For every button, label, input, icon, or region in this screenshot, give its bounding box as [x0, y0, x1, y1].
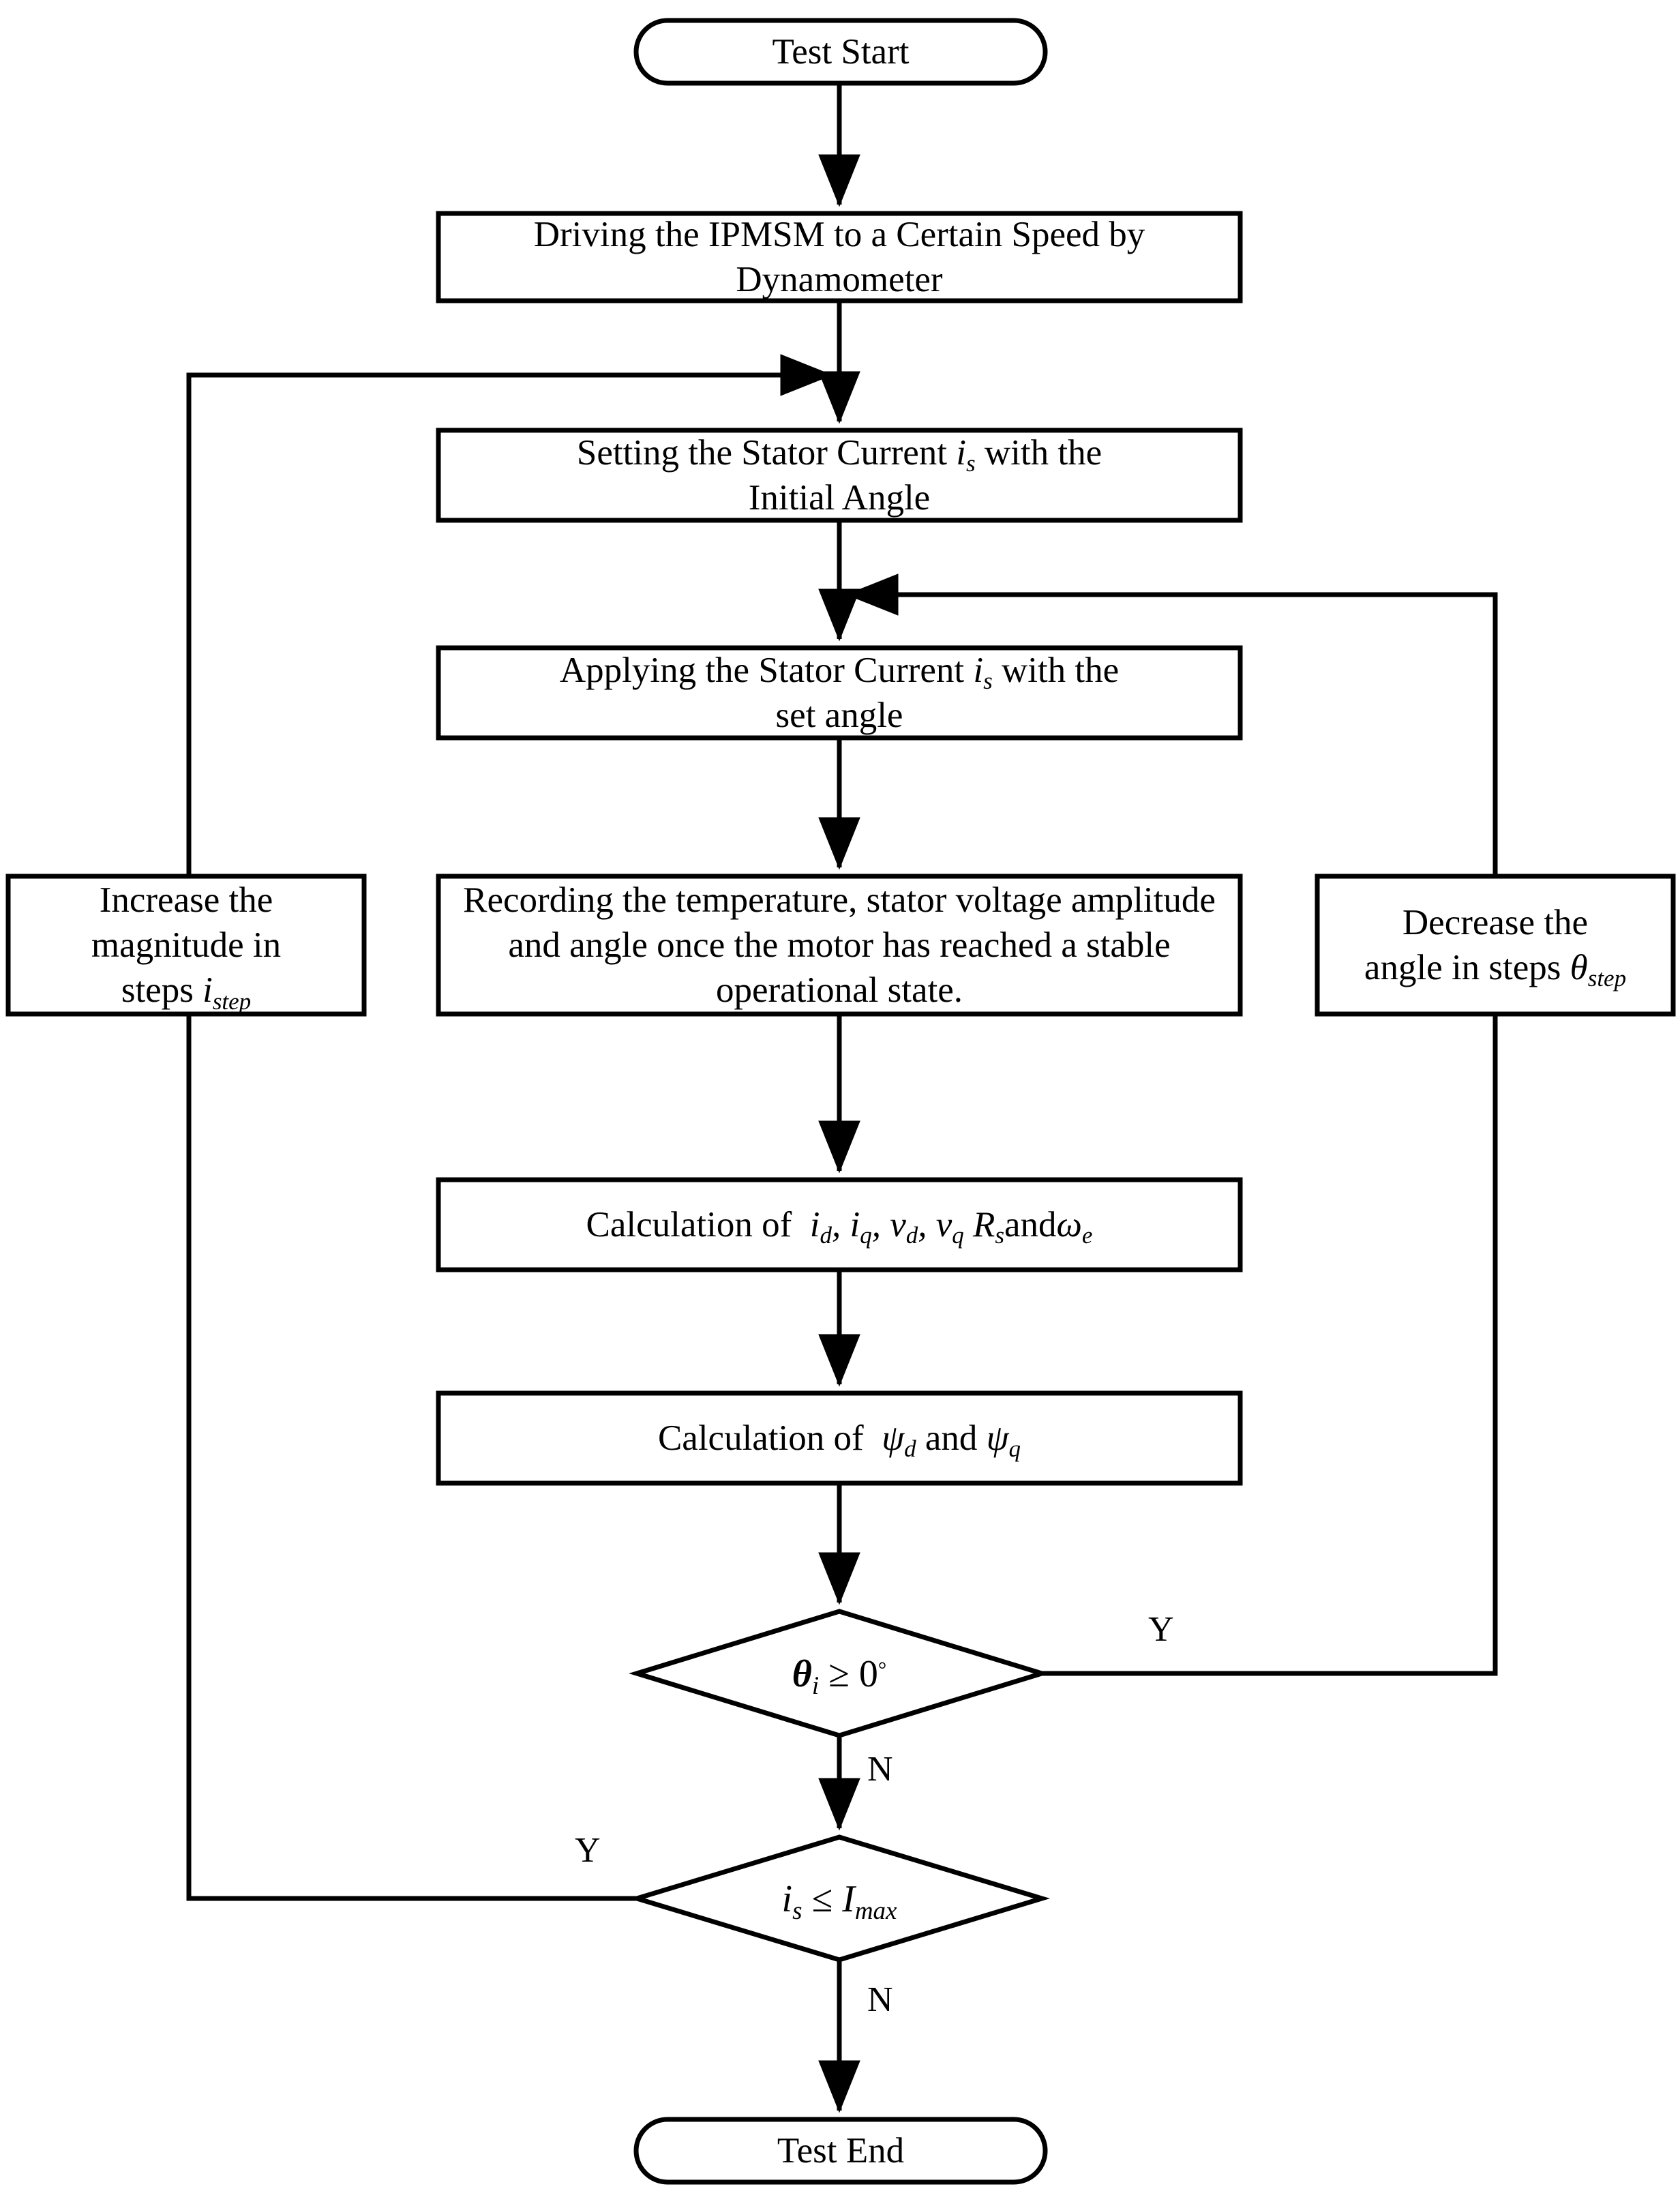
- node-shape-drive: [436, 211, 1243, 303]
- node-shape-decision-angle: [629, 1609, 1050, 1738]
- edge-label-angle-no: N: [867, 1750, 893, 1789]
- node-shape-end: [633, 2117, 1048, 2185]
- edge-label-angle-yes: Y: [1148, 1610, 1174, 1649]
- node-shape-decision-current: [628, 1834, 1051, 1963]
- node-shape-increase: [5, 874, 367, 1017]
- node-shape-setting: [436, 428, 1243, 523]
- edge-label-current-no: N: [867, 1980, 893, 2019]
- connector-decision-angle-yes-to-decrease: [1042, 1014, 1498, 1676]
- connector-decrease-to-applying: [845, 573, 1498, 876]
- connector-decision-current-yes-to-increase: [186, 1014, 637, 1901]
- node-shape-decrease: [1315, 874, 1676, 1017]
- node-shape-calc2: [436, 1390, 1243, 1486]
- edge-label-current-yes: Y: [575, 1831, 601, 1870]
- node-shape-applying: [436, 645, 1243, 741]
- node-shape-calc1: [436, 1177, 1243, 1272]
- node-shape-start: [633, 18, 1048, 86]
- node-shape-recording: [436, 874, 1243, 1017]
- connector-increase-to-setting: [186, 354, 833, 876]
